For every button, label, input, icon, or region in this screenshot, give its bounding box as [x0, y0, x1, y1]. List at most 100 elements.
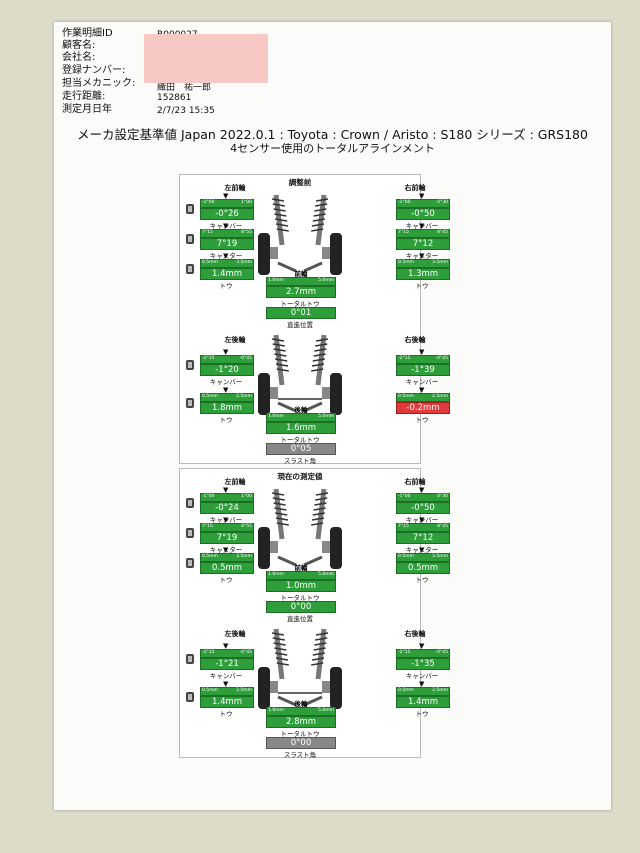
redaction-sticker	[144, 34, 268, 83]
measurement-label: キャスター	[209, 252, 243, 260]
wheel-icon	[186, 398, 194, 408]
range-max: 1°00	[241, 494, 252, 499]
mechanic-label: 担当メカニック:	[62, 78, 136, 89]
indicator-arrow-icon: ▼	[419, 348, 425, 356]
measurement-label: キャスター	[209, 546, 243, 554]
range-max: 3.5mm	[236, 260, 252, 265]
range-max: 5.0mm	[318, 414, 334, 419]
range-bar: -1°00 1°00	[200, 493, 254, 502]
wheel-icon	[186, 654, 194, 664]
date-value: 2/7/23 15:35	[157, 106, 215, 116]
measurement-label: キャンバー	[209, 378, 243, 386]
measurement-label: キャンバー	[405, 516, 439, 524]
measured-value: 0.5mm	[396, 562, 450, 574]
indicator-arrow-icon: ▼	[223, 386, 229, 394]
range-max: 2.5mm	[432, 394, 448, 399]
indicator-arrow-icon: ▼	[223, 516, 229, 524]
mileage-label: 走行距離:	[62, 91, 106, 102]
range-min: -1°00	[398, 494, 411, 499]
wheel-icon	[186, 234, 194, 244]
panel-title: 現在の測定値	[277, 472, 323, 481]
report-title: メーカ設定基準値 Japan 2022.0.1 : Toyota : Crown…	[77, 127, 588, 142]
measurement-label: トウ	[415, 282, 429, 290]
indicator-arrow-icon: ▼	[223, 192, 229, 200]
mileage-value: 152861	[157, 93, 192, 103]
range-bar: 0.5mm 3.5mm	[396, 553, 450, 562]
range-max: 0°30	[437, 200, 448, 205]
range-min: 0.5mm	[398, 554, 414, 559]
range-bar: -2°15 -0°45	[200, 649, 254, 658]
measurement-label: キャンバー	[209, 516, 243, 524]
range-min: 1.0mm	[268, 278, 284, 283]
range-min: 7°15	[398, 230, 409, 235]
rear-left-label: 左後輪	[224, 630, 246, 638]
measured-value: 1.8mm	[200, 402, 254, 414]
measured-value: 7°19	[200, 532, 254, 544]
measurement-label: キャンバー	[209, 222, 243, 230]
range-min: 0.5mm	[398, 260, 414, 265]
wheel-icon	[186, 360, 194, 370]
indicator-arrow-icon: ▼	[223, 486, 229, 494]
range-min: 1.0mm	[268, 414, 284, 419]
measured-value: 0°00	[266, 601, 336, 613]
range-max: 3.5mm	[432, 260, 448, 265]
range-bar: -2°15-0°45	[396, 649, 450, 658]
measured-value: 1.3mm	[396, 268, 450, 280]
axle-label: 後輪	[294, 700, 308, 708]
measured-value: 0°05	[266, 443, 336, 455]
measured-value: 2.8mm	[266, 716, 336, 728]
measurement-label: キャスター	[405, 252, 439, 260]
measurement-label: トータルトウ	[280, 300, 320, 308]
indicator-arrow-icon: ▼	[223, 222, 229, 230]
range-min: -2°15	[202, 356, 215, 361]
measurement-label: キャンバー	[405, 222, 439, 230]
indicator-arrow-icon: ▼	[419, 192, 425, 200]
indicator-arrow-icon: ▼	[223, 680, 229, 688]
wheel-icon	[186, 204, 194, 214]
measured-value: -0°24	[200, 502, 254, 514]
indicator-arrow-icon: ▼	[419, 546, 425, 554]
plate-label: 登録ナンバー:	[62, 65, 126, 76]
measured-value: -1°35	[396, 658, 450, 670]
measured-value: 1.4mm	[396, 696, 450, 708]
range-max: 1°00	[241, 200, 252, 205]
range-min: -1°00	[202, 494, 215, 499]
rear-right-label: 右後輪	[404, 630, 426, 638]
range-min: -2°15	[202, 650, 215, 655]
range-max: 8°45	[437, 524, 448, 529]
wheel-icon	[186, 692, 194, 702]
measurement-label: トウ	[219, 710, 233, 718]
rear-right-label: 右後輪	[404, 336, 426, 344]
measurement-label: トウ	[415, 576, 429, 584]
range-max: 3.5mm	[432, 554, 448, 559]
range-min: 7°15	[202, 230, 213, 235]
measurement-label: キャンバー	[405, 672, 439, 680]
indicator-arrow-icon: ▼	[419, 386, 425, 394]
rear-suspension-diagram	[258, 334, 342, 415]
range-max: -0°45	[239, 650, 252, 655]
measured-value: 7°12	[396, 238, 450, 250]
range-min: 0.5mm	[202, 394, 218, 399]
front-suspension-diagram	[258, 488, 342, 569]
wheel-icon	[186, 498, 194, 508]
measurement-label: スラスト角	[283, 751, 317, 759]
rear-left-label: 左後輪	[224, 336, 246, 344]
indicator-arrow-icon: ▼	[419, 486, 425, 494]
measured-value: 1.0mm	[266, 580, 336, 592]
range-min: -2°15	[398, 356, 411, 361]
measurement-label: トウ	[219, 416, 233, 424]
range-max: 5.0mm	[318, 278, 334, 283]
range-max: 0°30	[437, 494, 448, 499]
range-max: -0°45	[239, 356, 252, 361]
measured-value: -0°50	[396, 502, 450, 514]
